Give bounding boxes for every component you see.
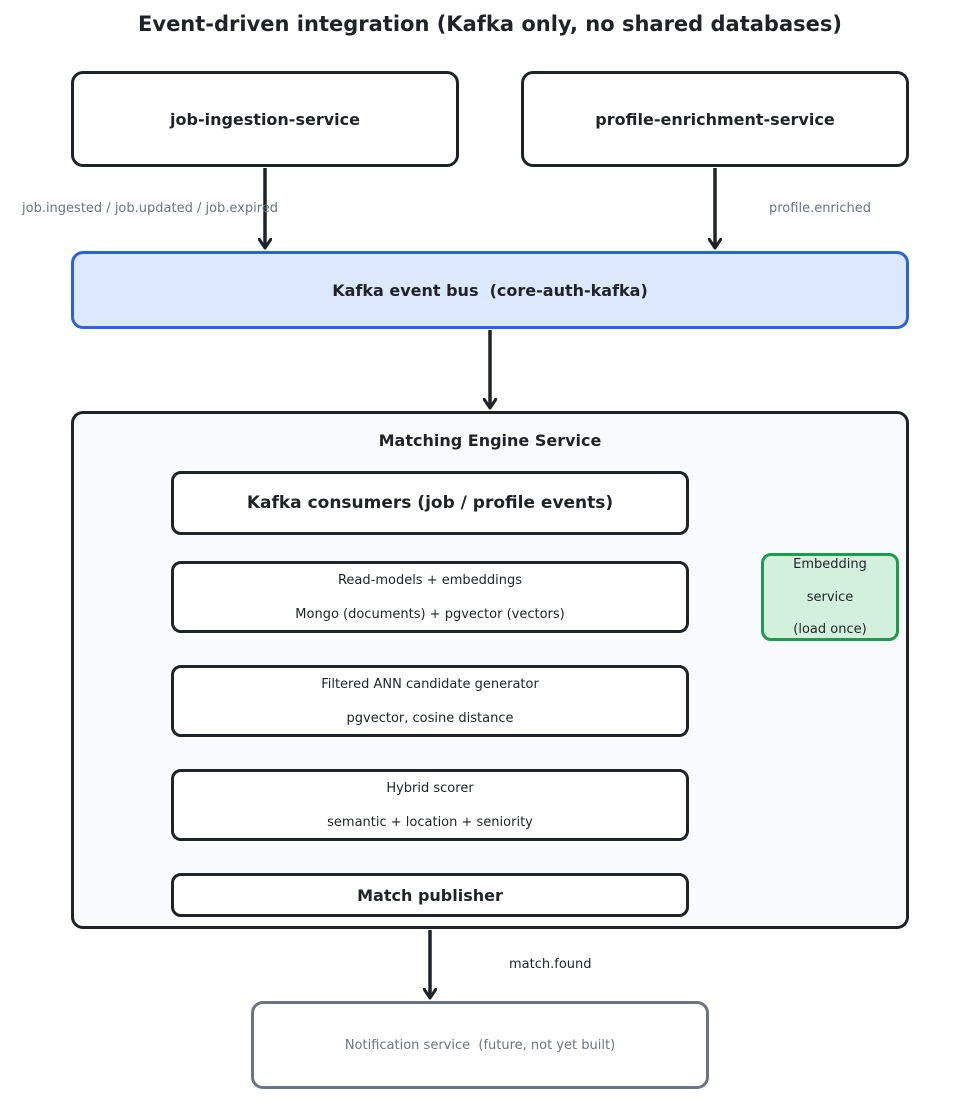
- embedding-service-line2: service: [806, 589, 854, 605]
- notification-service-node: Notification service (future, not yet bu…: [251, 1001, 709, 1089]
- hybrid-scorer-detail: semantic + location + seniority: [327, 814, 533, 830]
- kafka-event-bus-node: Kafka event bus (core-auth-kafka): [71, 251, 909, 329]
- match-publisher-node: Match publisher: [171, 873, 689, 917]
- match-events-label: match.found: [509, 957, 592, 972]
- kafka-consumers-label: Kafka consumers (job / profile events): [246, 493, 614, 513]
- candidate-generator-title: Filtered ANN candidate generator: [321, 676, 539, 692]
- candidate-generator-detail: pgvector, cosine distance: [346, 710, 514, 726]
- read-models-detail: Mongo (documents) + pgvector (vectors): [295, 606, 565, 622]
- hybrid-scorer-title: Hybrid scorer: [386, 780, 474, 796]
- profile-enrichment-service-label: profile-enrichment-service: [595, 109, 835, 129]
- profile-events-label: profile.enriched: [769, 201, 872, 216]
- kafka-event-bus-label: Kafka event bus (core-auth-kafka): [332, 280, 648, 300]
- notification-service-label: Notification service (future, not yet bu…: [344, 1037, 616, 1053]
- kafka-consumers-node: Kafka consumers (job / profile events): [171, 471, 689, 535]
- match-publisher-label: Match publisher: [357, 885, 503, 905]
- job-events-label: job.ingested / job.updated / job.expired: [22, 201, 279, 216]
- job-ingestion-service-label: job-ingestion-service: [170, 109, 360, 129]
- read-models-node: Read-models + embeddings Mongo (document…: [171, 561, 689, 633]
- candidate-generator-node: Filtered ANN candidate generator pgvecto…: [171, 665, 689, 737]
- embedding-service-line1: Embedding: [793, 557, 867, 572]
- read-models-title: Read-models + embeddings: [337, 572, 523, 588]
- embedding-service-node: Embedding service (load once): [761, 553, 899, 641]
- matching-engine-title: Matching Engine Service: [378, 431, 602, 450]
- profile-enrichment-service-node: profile-enrichment-service: [521, 71, 909, 167]
- diagram-title: Event-driven integration (Kafka only, no…: [138, 12, 842, 36]
- embedding-service-line3: (load once): [793, 622, 867, 637]
- job-ingestion-service-node: job-ingestion-service: [71, 71, 459, 167]
- hybrid-scorer-node: Hybrid scorer semantic + location + seni…: [171, 769, 689, 841]
